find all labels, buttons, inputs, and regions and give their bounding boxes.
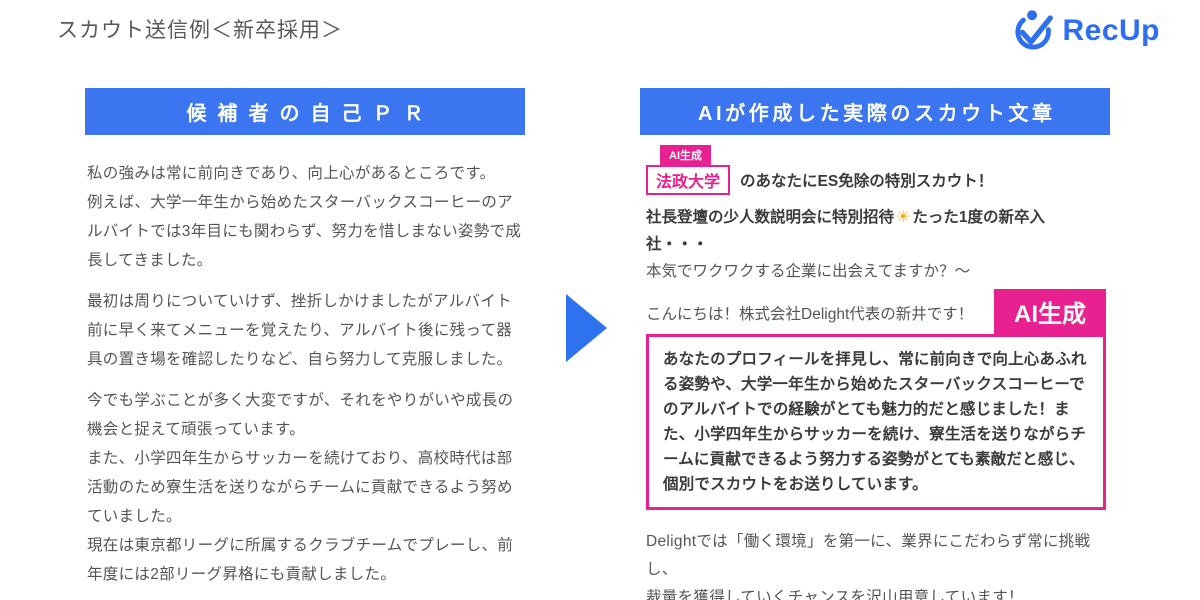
ai-scout-panel: AIが作成した実際のスカウト文章 AI生成 法政大学 のあなたにES免除の特別ス… (640, 88, 1110, 600)
ai-generated-text-box: あなたのプロフィールを拝見し、常に前向きで向上心あふれる姿勢や、大学一年生から始… (646, 334, 1106, 510)
recup-person-check-icon (1010, 8, 1056, 54)
pr-paragraph: 最初は周りについていけず、挫折しかけましたがアルバイト前に早く来てメニューを覚え… (87, 293, 513, 368)
scout-subject-line3: 本気でワクワクする企業に出会えてますか？～ (646, 263, 970, 280)
scout-message: AI生成 法政大学 のあなたにES免除の特別スカウト！ 社長登壇の少人数説明会に… (640, 135, 1110, 600)
closing-paragraph: Delightでは「働く環境」を第一に、業界にこだわらず常に挑戦し、 裁量を獲得… (646, 533, 1091, 600)
university-name: 法政大学 (646, 165, 731, 195)
candidate-pr-panel: 候補者の自己ＰＲ 私の強みは常に前向きであり、向上心があるところです。 例えば、… (85, 88, 525, 600)
ai-generated-section: AI生成 あなたのプロフィールを拝見し、常に前向きで向上心あふれる姿勢や、大学一… (646, 289, 1106, 510)
candidate-pr-text: 私の強みは常に前向きであり、向上心があるところです。 例えば、大学一年生から始め… (85, 135, 525, 600)
subject-text: のあなたにES免除の特別スカウト！ (740, 173, 994, 190)
greeting-line: こんにちは！株式会社Delight代表の新井です！ (646, 306, 974, 323)
recup-logo-text: RecUp (1062, 14, 1160, 47)
closing-paragraphs: Delightでは「働く環境」を第一に、業界にこだわらず常に挑戦し、 裁量を獲得… (646, 528, 1106, 600)
sun-icon: ☀ (896, 209, 911, 226)
page-title: スカウト送信例＜新卒採用＞ (57, 19, 343, 42)
left-panel-header: 候補者の自己ＰＲ (85, 88, 525, 135)
pr-paragraph: 今でも学ぶことが多く大変ですが、それをやりがいや成長の機会と捉えて頑張っています… (87, 392, 514, 583)
subject-line2-text-after: たった1度の新卒入社・・・ (646, 209, 1045, 253)
university-highlight: AI生成 法政大学 (646, 145, 731, 195)
subject-line2-text: 社長登壇の少人数説明会に特別招待 (646, 209, 895, 226)
scout-subject-line: AI生成 法政大学 のあなたにES免除の特別スカウト！ (646, 145, 1106, 195)
scout-subject-line2: 社長登壇の少人数説明会に特別招待☀たった1度の新卒入社・・・ (646, 204, 1106, 258)
right-arrow-icon (566, 294, 607, 362)
ai-generated-badge-small: AI生成 (660, 145, 711, 165)
pr-paragraph: 私の強みは常に前向きであり、向上心があるところです。 例えば、大学一年生から始め… (87, 165, 522, 269)
right-panel-header: AIが作成した実際のスカウト文章 (640, 88, 1110, 135)
recup-logo: RecUp (1010, 8, 1160, 54)
ai-generated-badge-large: AI生成 (994, 289, 1106, 334)
